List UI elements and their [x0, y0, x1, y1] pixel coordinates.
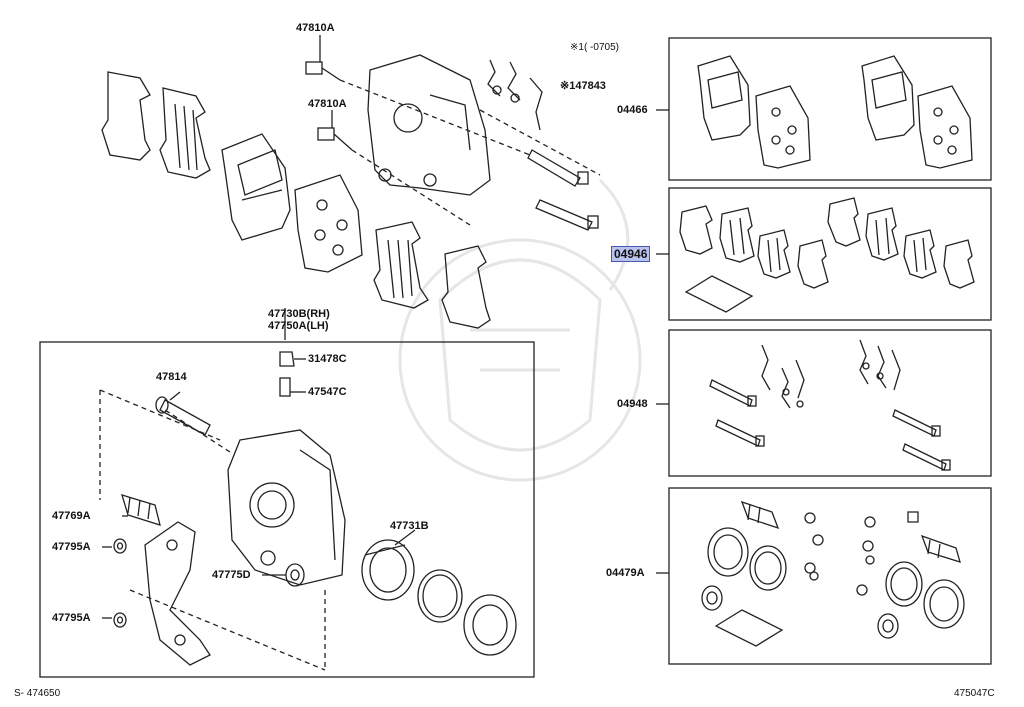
piston-seal	[417, 569, 463, 623]
footer-diagram-id-left: S- 474650	[14, 688, 61, 699]
footer-diagram-id-right: 475047C	[954, 688, 995, 699]
kit-04466-pads	[697, 55, 973, 169]
kit-04466-box	[668, 37, 992, 181]
part-label-47750a[interactable]: 47750A(LH)	[268, 320, 329, 332]
slide-pin-lower	[535, 199, 599, 231]
inner-shim-slotted-right	[373, 221, 429, 309]
part-label-31478c[interactable]: 31478C	[308, 353, 347, 365]
outer-shim-right	[441, 245, 491, 329]
part-label-47795a-upper[interactable]: 47795A	[52, 541, 91, 553]
bushing-upper	[113, 538, 127, 554]
kit-leaders	[656, 109, 669, 574]
slide-pin-47814	[155, 391, 211, 436]
part-label-47547c[interactable]: 47547C	[308, 386, 347, 398]
part-label-47795a-lower[interactable]: 47795A	[52, 612, 91, 624]
mounting-bolt-mid	[317, 110, 353, 151]
anti-rattle-springs	[487, 59, 543, 131]
part-label-47810a-mid[interactable]: 47810A	[308, 98, 347, 110]
brake-pad-left	[221, 133, 291, 241]
pin-boot	[121, 494, 161, 526]
kit-04948-box	[668, 329, 992, 477]
part-label-47769a[interactable]: 47769A	[52, 510, 91, 522]
kit-04948-hardware	[709, 339, 951, 471]
part-label-47843[interactable]: ※147843	[560, 80, 606, 92]
caliper-piston	[361, 539, 415, 601]
part-label-47810a-top[interactable]: 47810A	[296, 22, 335, 34]
mounting-bolt-top	[305, 35, 341, 81]
bushing-lower	[113, 612, 127, 628]
kit-label-04466[interactable]: 04466	[617, 104, 648, 116]
inner-shim-slotted-left	[159, 87, 211, 179]
caliper-assembly-box	[39, 341, 535, 678]
caliper-body	[227, 429, 346, 586]
part-label-47730b[interactable]: 47730B(RH)	[268, 308, 330, 320]
outer-shim-left	[101, 71, 151, 161]
label-leaders	[102, 515, 416, 619]
part-label-47775d[interactable]: 47775D	[212, 569, 251, 581]
top-dashed-leaders	[339, 79, 601, 226]
kit-04946-shims	[679, 197, 975, 313]
part-label-47814[interactable]: 47814	[156, 371, 187, 383]
kit-label-04479a[interactable]: 04479A	[606, 567, 645, 579]
kit-label-04946-highlighted[interactable]: 04946	[610, 246, 651, 262]
slide-pin-upper	[527, 149, 589, 187]
bleeder-screw	[279, 377, 306, 397]
kit-04479a-seals	[701, 500, 965, 647]
caliper-mounting-bracket	[367, 54, 491, 196]
watermark-emblem	[398, 178, 642, 482]
torque-plate-arm	[144, 521, 211, 666]
grease-packet-04946	[684, 275, 754, 313]
pad-backing-plate-left	[294, 174, 363, 273]
bleeder-cap	[279, 351, 306, 367]
part-label-47731b[interactable]: 47731B	[390, 520, 429, 532]
kit-04479a-box	[668, 487, 992, 665]
kit-label-04948[interactable]: 04948	[617, 398, 648, 410]
note-applicability-range: ※1( -0705)	[570, 42, 619, 53]
piston-boot	[463, 594, 517, 656]
